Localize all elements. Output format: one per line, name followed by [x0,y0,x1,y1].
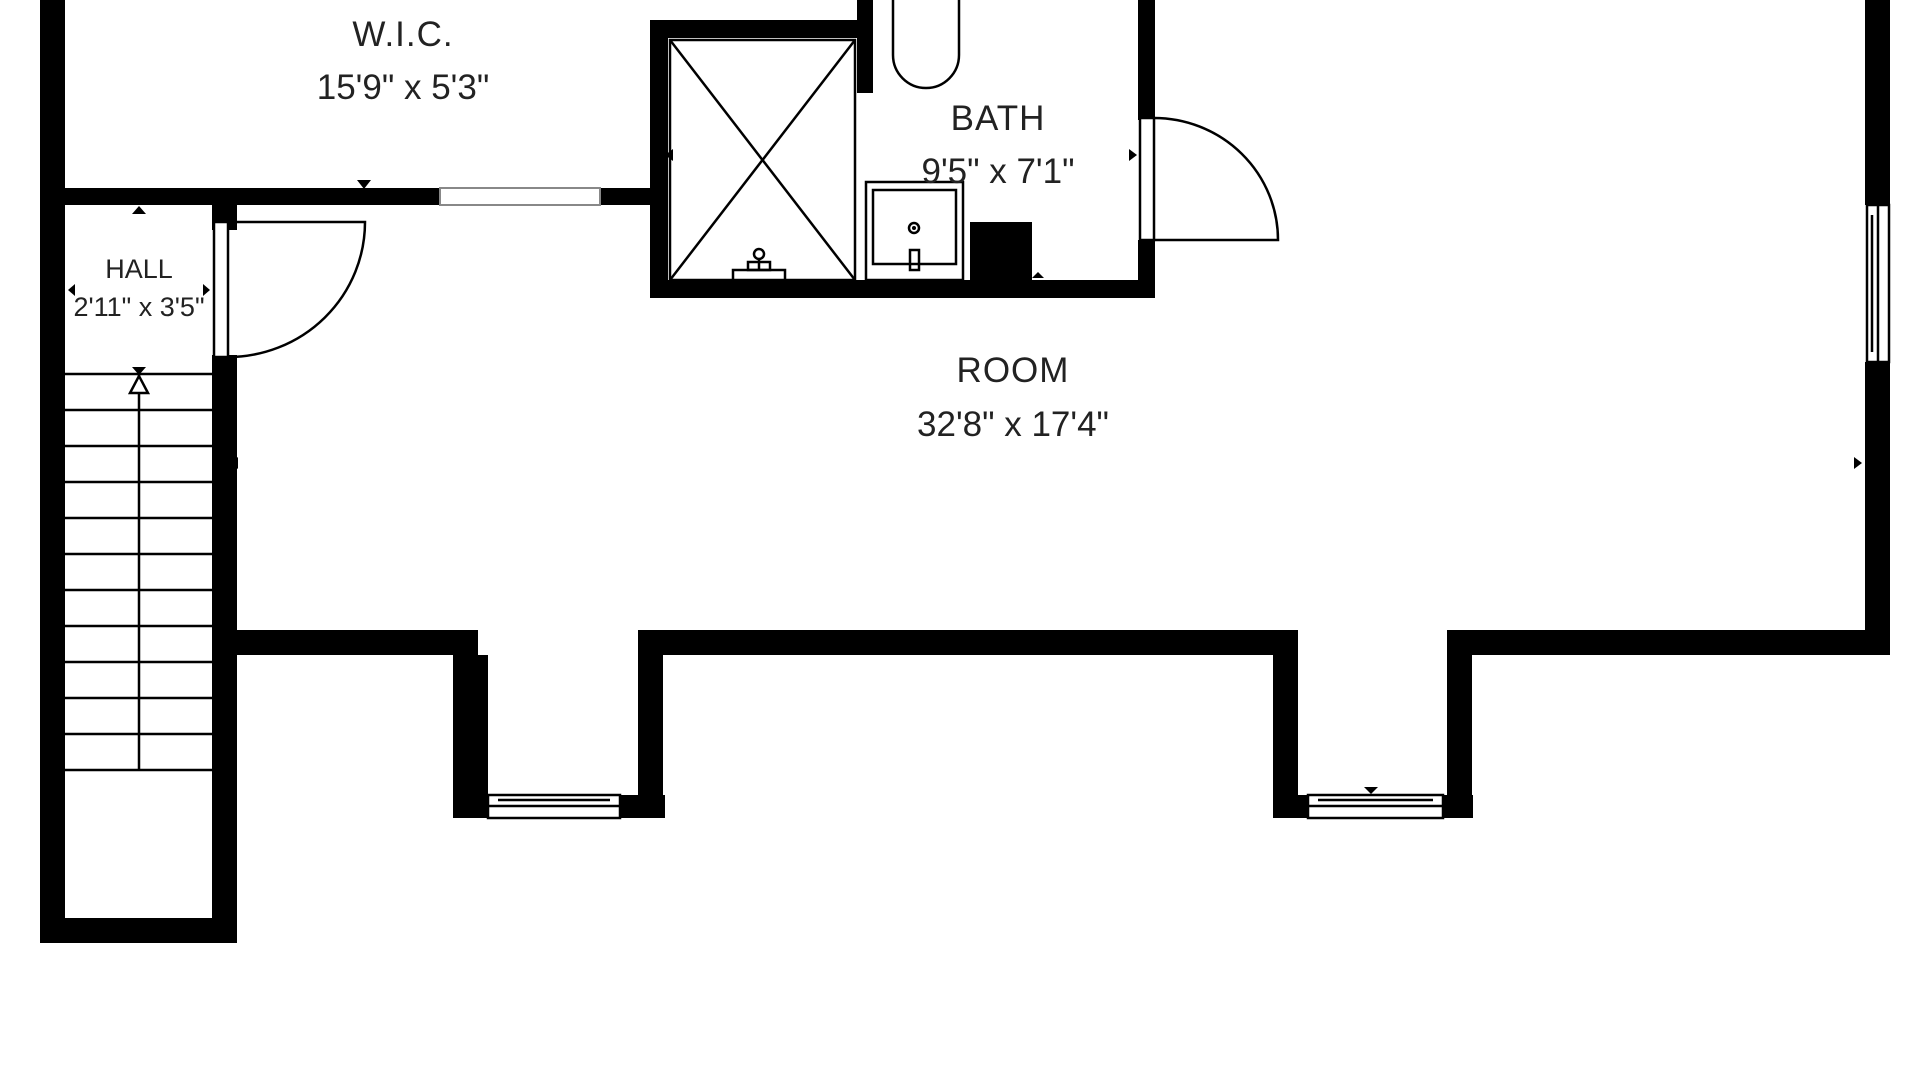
door-swing-icon [1138,116,1280,242]
wall-bath-right-bottom [1138,240,1155,298]
walls [40,0,1890,943]
wall-right-outer-lower [1865,362,1890,655]
stairs-icon [65,372,212,772]
wall-bath-divider [857,0,873,93]
wall-left-outer [40,0,65,943]
hall-dims-label: 2'11" x 3'5" [73,292,204,322]
wall-stair-bottom [40,918,237,943]
wall-bath-right-top [1138,0,1155,120]
wall-bump1-bottom-l [453,795,488,818]
wall-right-bottom [1447,630,1890,655]
room-dims-label: 32'8" x 17'4" [917,405,1109,444]
window-icon [1306,793,1445,820]
wall-bump1-left [453,630,478,818]
sink-icon [864,180,965,282]
door-swing-icon [212,220,367,359]
wall-bump2-bottom-l [1273,795,1308,818]
wic-name-label: W.I.C. [352,15,453,54]
wall-bump2-right [1447,630,1472,818]
bath-name-label: BATH [951,99,1046,138]
wall-wic-bottom-right [600,188,655,205]
room-name-label: ROOM [957,351,1070,390]
wall-wic-bottom-left [40,188,440,205]
window-icon [1865,203,1891,364]
window-icon [486,793,622,820]
bath-cabinet [970,222,1032,282]
bath-dims-label: 9'5" x 7'1" [921,152,1074,191]
shower-icon [668,38,857,282]
toilet-icon [891,0,961,90]
wall-bottom-profile [212,630,488,818]
wic-dims-label: 15'9" x 5'3" [317,68,490,107]
wall-bump2-left [1273,630,1298,818]
wic-opening [439,187,601,206]
hall-name-label: HALL [105,254,173,284]
wall-shower-top [650,20,860,38]
windows [439,187,1891,820]
wall-shower-left [650,20,668,298]
wall-bath-bottom [650,280,1155,298]
wall-right-outer [1865,0,1890,205]
wall-bump1-right [638,630,663,818]
dimension-markers [68,149,1862,794]
room-labels: W.I.C. 15'9" x 5'3" BATH 9'5" x 7'1" HAL… [73,15,1109,444]
wall-middle-bottom [638,630,1298,655]
